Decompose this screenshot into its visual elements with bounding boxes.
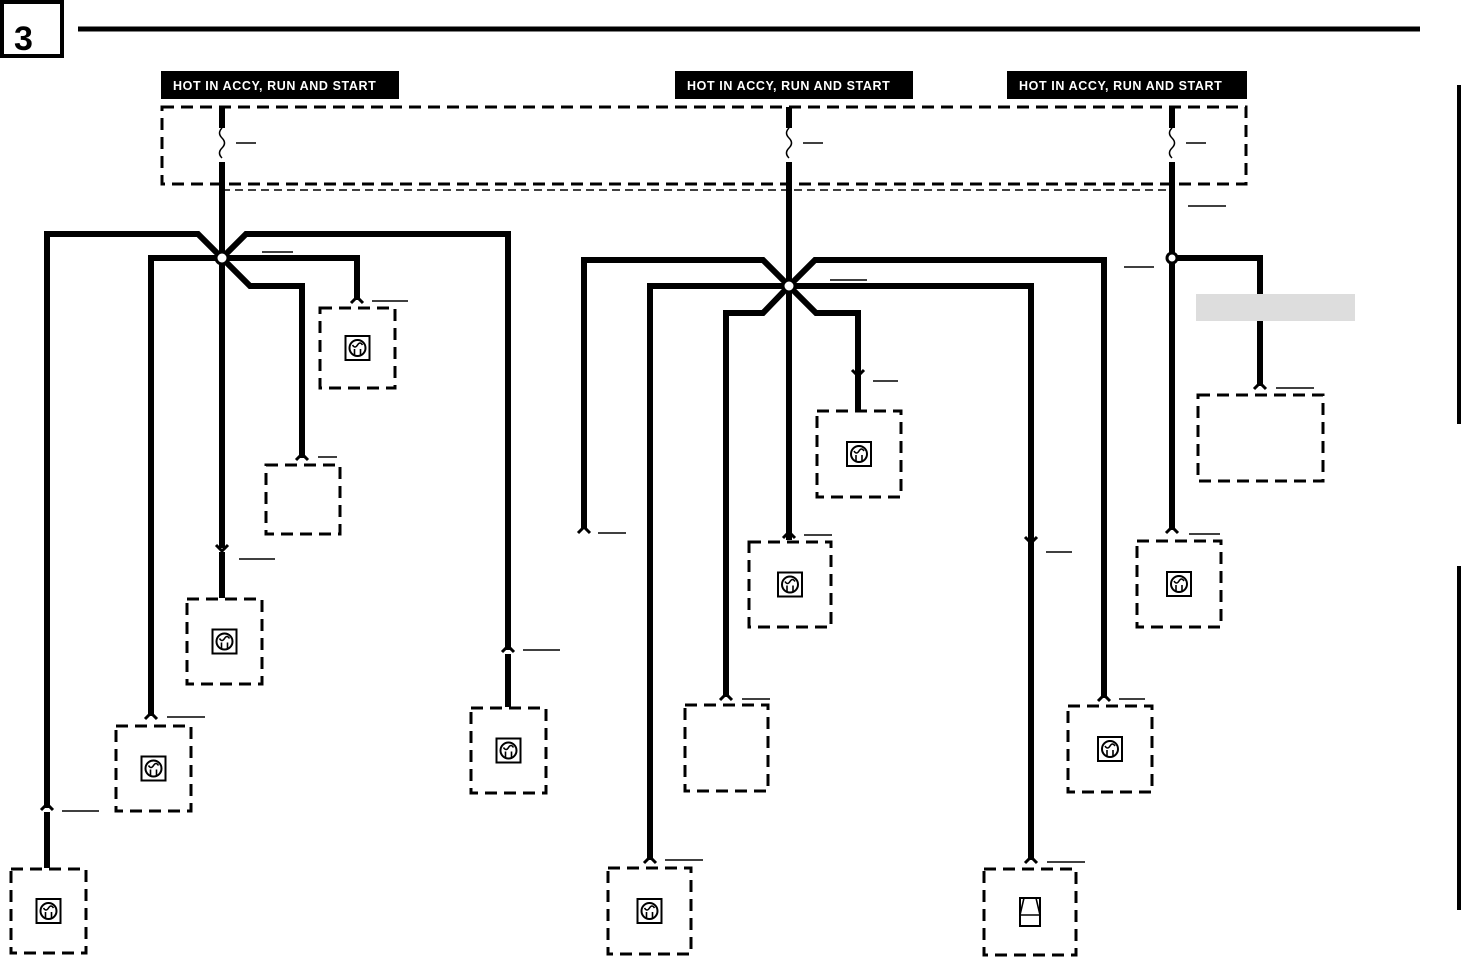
component-mid-c5 [982,867,1078,957]
lamp-icon [35,898,62,924]
right-circuit [1124,190,1355,535]
component-right-c2 [1135,539,1223,629]
power-label-left: HOT IN ACCY, RUN AND START [161,71,399,99]
power-label-text: HOT IN ACCY, RUN AND START [173,79,376,93]
middle-circuit [581,190,1145,863]
lamp-icon [344,335,371,361]
fuse-block [160,105,1248,186]
component-mid-c6 [1066,704,1154,794]
splice-right [1165,251,1179,265]
page-number: 3 [14,20,33,58]
component-right-c1 [1196,393,1325,483]
redaction-bar [1196,294,1355,321]
component-mid-c3 [683,703,770,793]
lamp-icon [1097,736,1123,762]
fuse-middle [785,107,823,190]
component-left-c5 [9,867,88,955]
power-label-text: HOT IN ACCY, RUN AND START [1019,79,1222,93]
component-mid-c4 [606,866,693,956]
lamp-icon [846,441,872,467]
left-circuit [44,190,560,868]
lamp-icon [636,898,663,924]
lamp-icon [140,755,167,782]
splice-left [214,250,230,266]
connector-terminals [39,294,1268,865]
fuse-left [218,107,256,190]
lamp-icon [211,628,238,655]
lamp-icon [777,571,803,598]
power-label-text: HOT IN ACCY, RUN AND START [687,79,890,93]
lamp-icon [495,737,522,764]
component-left-c1 [318,306,397,390]
component-left-c3 [185,597,264,686]
power-label-middle: HOT IN ACCY, RUN AND START [675,71,913,99]
door-switch-icon [1019,897,1041,927]
component-left-c2 [264,463,342,536]
fuse-right [1168,107,1206,190]
splice-middle [781,278,797,294]
power-label-right: HOT IN ACCY, RUN AND START [1007,71,1247,99]
component-mid-c2 [747,540,833,629]
lamp-icon [1166,571,1192,597]
component-mid-c1 [815,409,903,499]
component-left-c6 [469,706,548,795]
component-left-c4 [114,724,193,813]
page-number-badge: 3 [0,0,64,58]
